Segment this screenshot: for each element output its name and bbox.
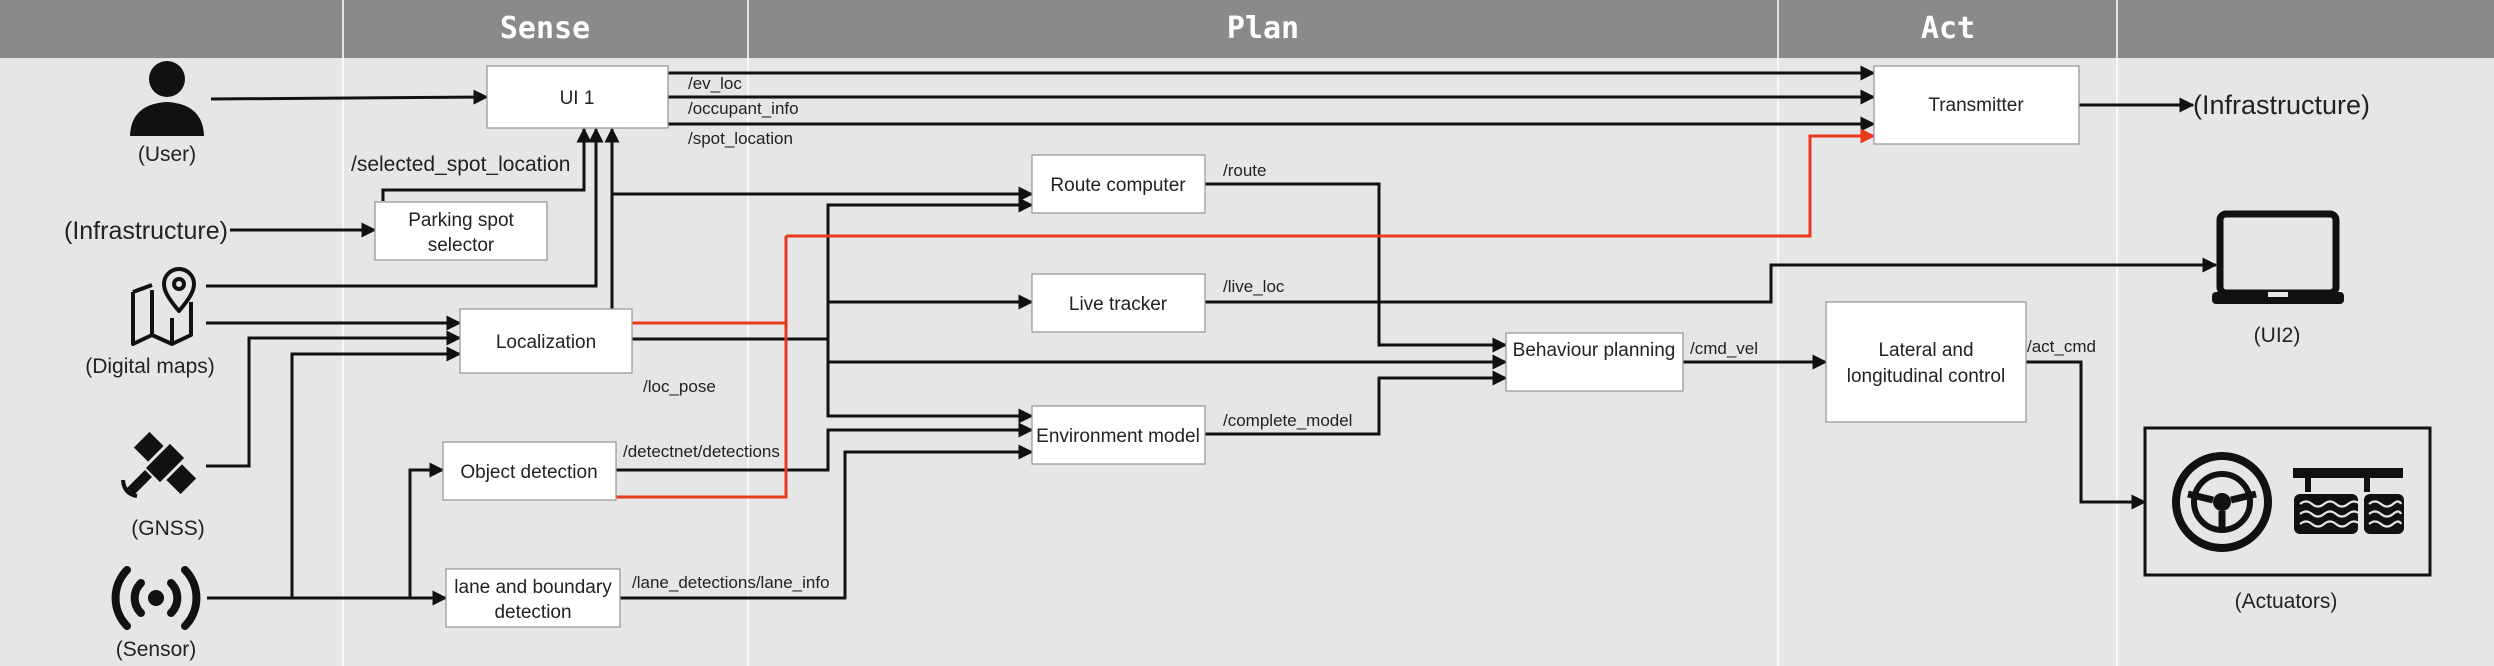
edge-red-transmitter (786, 128, 1876, 238)
lane-dividers (342, 0, 2118, 666)
satellite-icon (121, 431, 197, 498)
node-live-tracker[interactable]: Live tracker (1031, 273, 1206, 333)
edge-route (1205, 182, 1508, 353)
node-route-computer[interactable]: Route computer (1031, 154, 1206, 214)
node-lane-detection[interactable]: lane and boundary detection (445, 568, 621, 628)
label-act-cmd: /act_cmd (2027, 337, 2096, 356)
edge-maps-ui1 (206, 127, 604, 288)
label-lane-info: /lane_detections/lane_info (632, 573, 830, 592)
node-parking-spot-selector[interactable]: Parking spot selector (374, 201, 548, 261)
node-localization-label: Localization (496, 332, 596, 353)
lane-sense-title: Sense (500, 11, 590, 46)
external-user-label: (User) (138, 143, 196, 166)
node-object-detection[interactable]: Object detection (442, 441, 617, 501)
edge-sensor-localization (290, 346, 462, 598)
edge-loc-env (826, 339, 1034, 424)
edge-lane-info (620, 444, 1034, 600)
label-ev-loc: /ev_loc (688, 74, 742, 93)
label-occupant-info: /occupant_info (688, 99, 799, 118)
label-detections: /detectnet/detections (623, 442, 780, 461)
node-behaviour-planning[interactable]: Behaviour planning (1505, 332, 1684, 392)
label-complete-model: /complete_model (1223, 411, 1352, 430)
edge-selected-spot (381, 127, 592, 201)
external-sensor-label: (Sensor) (116, 638, 197, 661)
node-lane-label-2: detection (494, 602, 571, 623)
connections (206, 65, 2218, 606)
node-live-tracker-label: Live tracker (1069, 294, 1168, 315)
steering-wheel-pedals-icon (2143, 426, 2432, 577)
node-lateral-longitudinal-control[interactable]: Lateral and longitudinal control (1825, 301, 2027, 423)
laptop-icon (2212, 210, 2344, 304)
node-lane-label-1: lane and boundary (454, 577, 612, 598)
edge-detections (616, 422, 1034, 472)
node-environment-model-label: Environment model (1036, 426, 1200, 447)
node-ui1[interactable]: UI 1 (486, 65, 669, 129)
node-localization[interactable]: Localization (459, 308, 633, 374)
node-environment-model[interactable]: Environment model (1031, 405, 1206, 465)
edge-sensor-object (408, 462, 445, 598)
external-infrastructure-in: (Infrastructure) (64, 217, 228, 245)
label-cmd-vel: /cmd_vel (1690, 339, 1758, 358)
node-behaviour-planning-label: Behaviour planning (1513, 340, 1676, 361)
person-icon (130, 61, 204, 136)
lane-act-title: Act (1921, 11, 1975, 46)
edge-complete-model (1205, 370, 1508, 436)
edge-gnss-localization (206, 330, 462, 468)
node-ui1-label: UI 1 (560, 88, 595, 109)
edge-loc-route (826, 197, 1034, 339)
label-route: /route (1223, 161, 1266, 180)
node-lateral-label-2: longitudinal control (1847, 366, 2005, 387)
node-object-detection-label: Object detection (460, 462, 597, 483)
external-actuators-label: (Actuators) (2235, 590, 2338, 613)
lane-header-bar (0, 0, 2494, 58)
edge-red-detection (616, 236, 788, 499)
node-parking-label-1: Parking spot (408, 210, 514, 231)
edge-labels: /ev_loc /occupant_info /spot_location /s… (351, 74, 2096, 592)
label-loc-pose: /loc_pose (643, 377, 716, 396)
label-spot-location: /spot_location (688, 129, 793, 148)
node-route-computer-label: Route computer (1050, 175, 1186, 196)
edge-user-ui1 (210, 89, 489, 105)
label-live-loc: /live_loc (1223, 277, 1285, 296)
lane-plan-title: Plan (1227, 11, 1299, 46)
edge-act-cmd (2026, 360, 2147, 510)
external-gnss-label: (GNSS) (131, 517, 205, 540)
label-selected-spot-location: /selected_spot_location (351, 153, 571, 176)
broadcast-icon (111, 566, 201, 630)
node-parking-label-2: selector (428, 235, 495, 256)
external-digital-maps-label: (Digital maps) (85, 355, 215, 378)
node-lateral-label-1: Lateral and (1878, 340, 1973, 361)
edge-live-loc (1205, 257, 2218, 304)
external-infrastructure-out: (Infrastructure) (2193, 90, 2370, 120)
external-ui2-label: (UI2) (2254, 324, 2301, 347)
map-pin-icon (131, 267, 196, 346)
node-transmitter[interactable]: Transmitter (1873, 65, 2080, 145)
node-transmitter-label: Transmitter (1928, 95, 2024, 116)
